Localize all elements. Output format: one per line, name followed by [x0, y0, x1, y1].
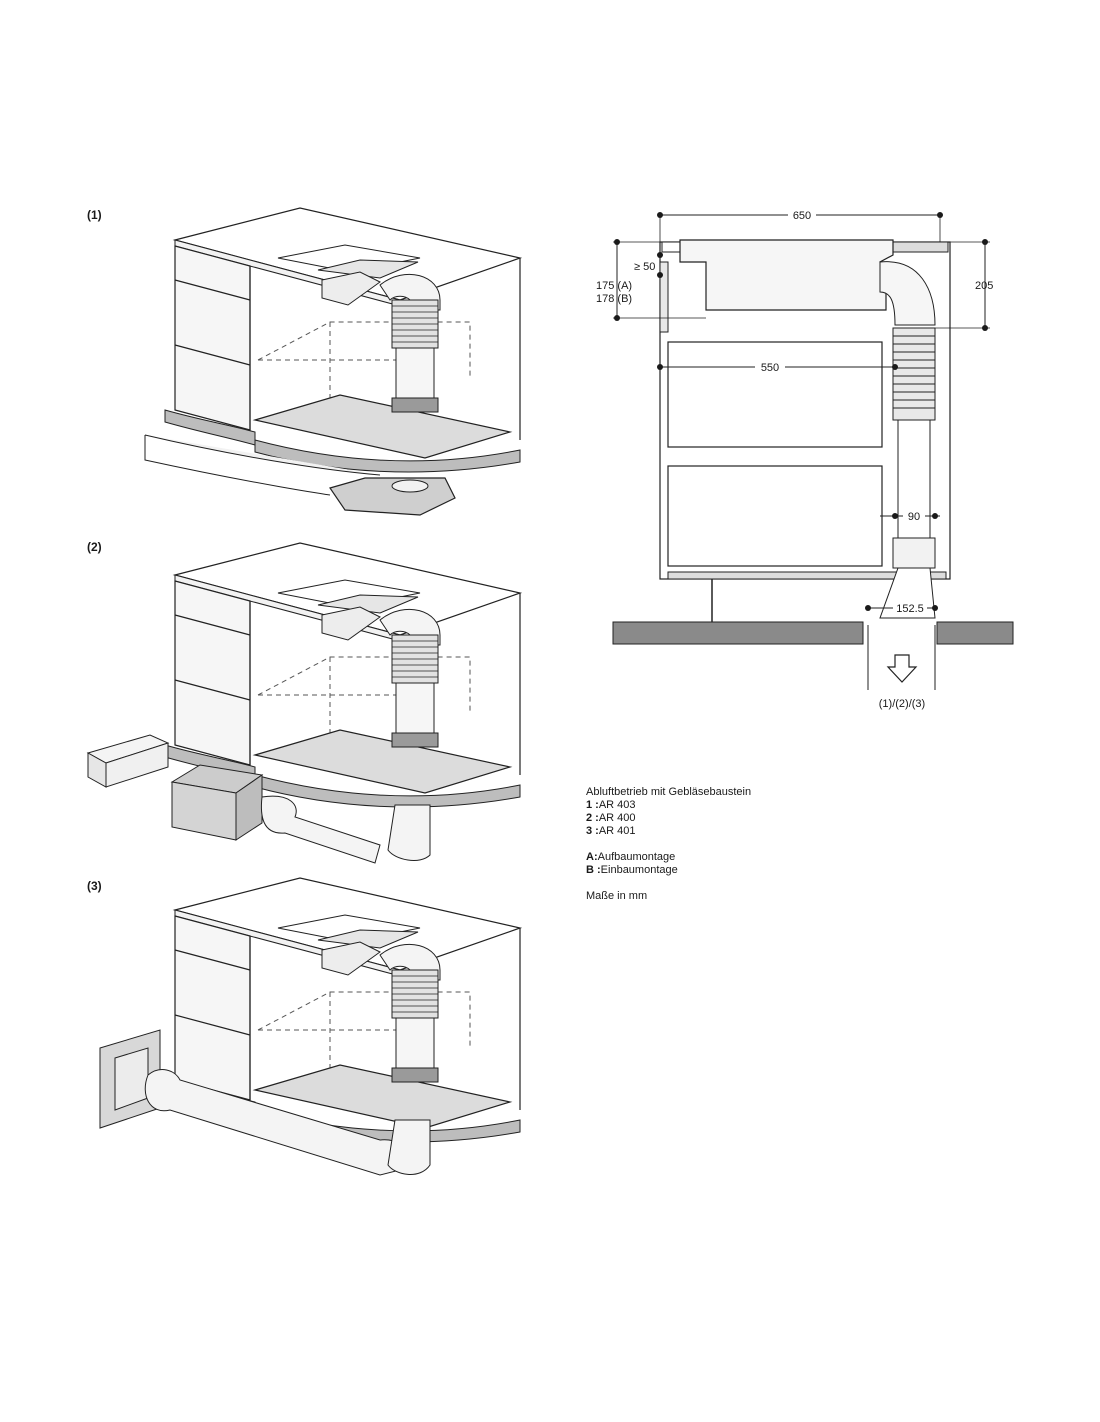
- legend-item: 2 :AR 400: [586, 812, 636, 824]
- drawing-3: [99, 877, 521, 1176]
- drawing-1: [144, 207, 521, 516]
- legend-mounting: B :Einbaumontage: [586, 864, 678, 876]
- section-drawing: [612, 214, 1014, 690]
- legend-units: Maße in mm: [586, 890, 648, 902]
- figure-label-2: (2): [87, 540, 102, 554]
- dimension-labels: 650 ≥ 50 175 (A) 178 (B) 205 550 90 152.…: [596, 208, 993, 710]
- dim-178-b: 178 (B): [596, 293, 632, 305]
- legend-mounting: A:Aufbaumontage: [586, 851, 676, 863]
- legend: Abluftbetrieb mit Gebläsebaustein 1 :AR …: [586, 786, 751, 903]
- figure-label-1: (1): [87, 208, 102, 222]
- legend-item: 3 :AR 401: [586, 825, 636, 837]
- figure-label-3: (3): [87, 879, 102, 893]
- dim-90: 90: [908, 511, 920, 523]
- dim-650: 650: [793, 210, 811, 222]
- dim-550: 550: [761, 362, 779, 374]
- dimension-points: [614, 212, 988, 611]
- dim-175-a: 175 (A): [596, 280, 632, 292]
- legend-title: Abluftbetrieb mit Gebläsebaustein: [586, 786, 752, 798]
- drawing-2: [86, 542, 521, 864]
- dim-min-50: ≥ 50: [634, 261, 655, 273]
- dim-variants: (1)/(2)/(3): [879, 698, 925, 710]
- legend-item: 1 :AR 403: [586, 799, 636, 811]
- dim-205: 205: [975, 280, 993, 292]
- dim-152-5: 152.5: [896, 603, 924, 615]
